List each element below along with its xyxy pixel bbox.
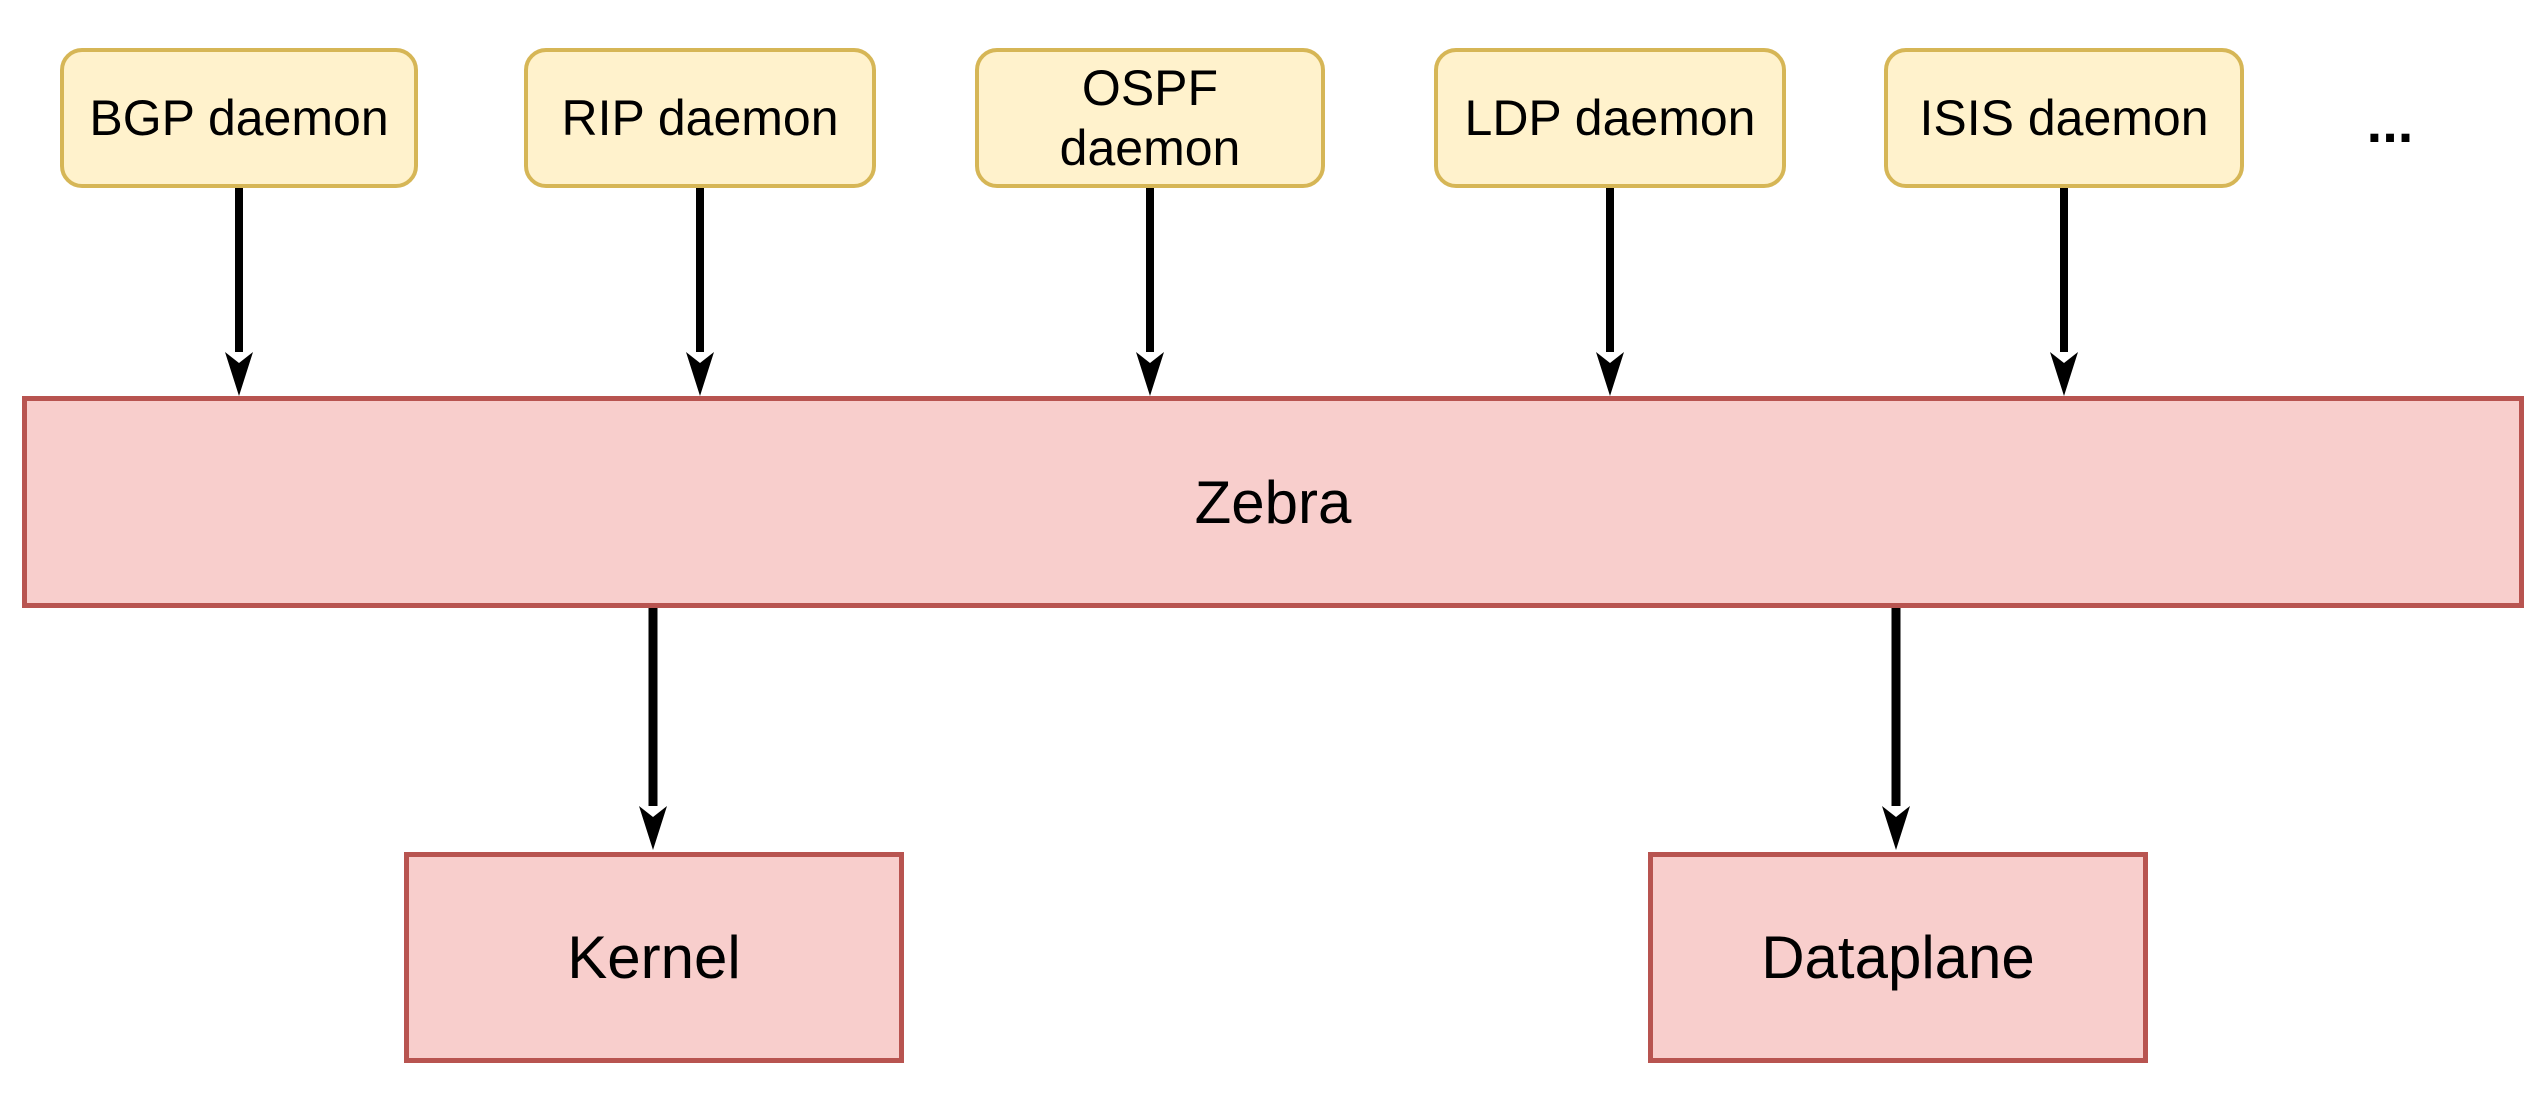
node-zebra: Zebra	[22, 396, 2524, 608]
node-isis-daemon-label: ISIS daemon	[1919, 90, 2209, 146]
more-daemons-ellipsis: ...	[2366, 91, 2414, 154]
node-bgp-daemon-label: BGP daemon	[89, 90, 389, 146]
node-ldp-daemon-label: LDP daemon	[1464, 90, 1756, 146]
node-rip-daemon: RIP daemon	[524, 48, 876, 188]
node-isis-daemon: ISIS daemon	[1884, 48, 2244, 188]
node-bgp-daemon: BGP daemon	[60, 48, 418, 188]
node-ldp-daemon: LDP daemon	[1434, 48, 1786, 188]
node-kernel-label: Kernel	[567, 924, 741, 991]
node-zebra-label: Zebra	[1194, 468, 1352, 536]
node-ospf-daemon-label: OSPF daemon	[1059, 60, 1241, 176]
node-rip-daemon-label: RIP daemon	[561, 90, 839, 146]
node-kernel: Kernel	[404, 852, 904, 1063]
node-dataplane-label: Dataplane	[1761, 924, 2035, 991]
node-ospf-daemon: OSPF daemon	[975, 48, 1325, 188]
node-dataplane: Dataplane	[1648, 852, 2148, 1063]
